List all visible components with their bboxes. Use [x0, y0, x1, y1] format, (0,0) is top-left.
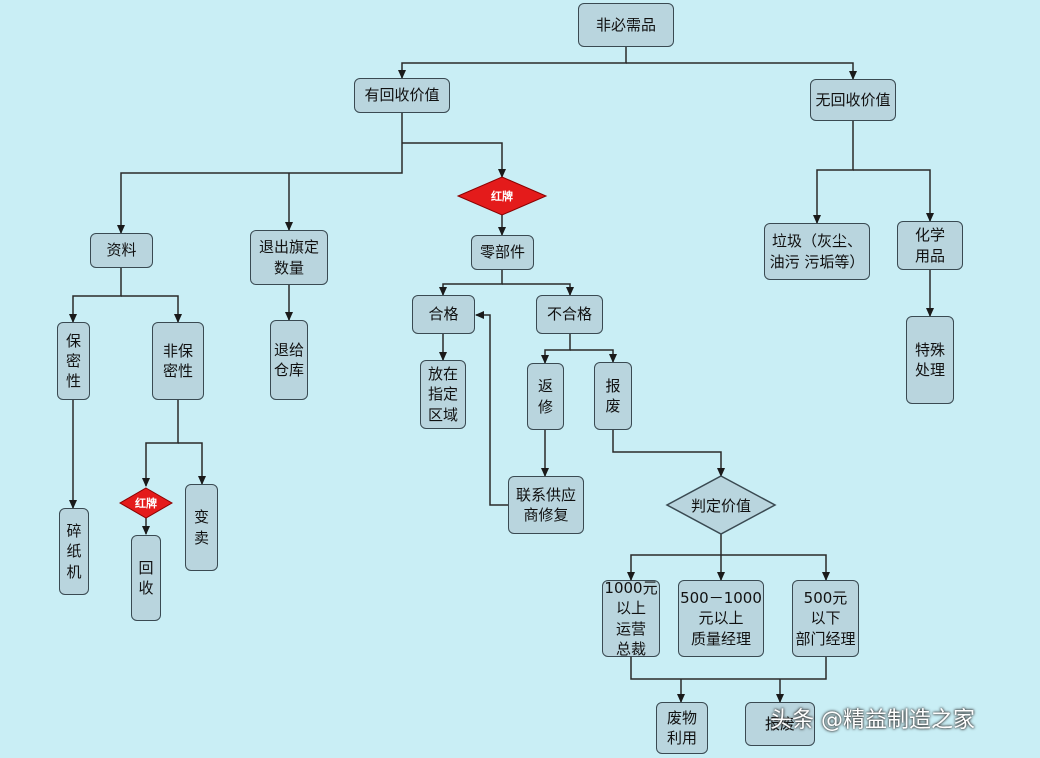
connector-supplier-back	[475, 311, 508, 506]
node-unqualified: 不合格	[536, 295, 603, 334]
node-return-stock: 退出旗定 数量	[250, 230, 328, 285]
node-scrap-reuse: 废物 利用	[656, 702, 708, 754]
connector-to-chemicals	[853, 169, 934, 222]
node-chemicals: 化学 用品	[897, 221, 963, 270]
connector-judge-split	[627, 533, 722, 581]
node-root: 非必需品	[578, 3, 674, 47]
node-shredder: 碎 纸 机	[59, 508, 89, 595]
node-parts: 零部件	[471, 235, 534, 270]
connector-root-right	[626, 62, 857, 80]
node-garbage: 垃圾（灰尘、 油污 污垢等）	[764, 223, 870, 280]
red-flag-main-label: 红牌	[491, 190, 513, 203]
node-repair: 返 修	[527, 363, 564, 430]
connector-scrap-to-judge	[612, 430, 725, 477]
node-materials: 资料	[90, 233, 153, 268]
connector-materials-split	[69, 268, 122, 323]
connector-nonconf-split	[142, 400, 179, 487]
node-return-warehouse: 退给 仓库	[270, 320, 308, 400]
connector-bottom-left	[630, 657, 827, 680]
node-recycle: 回 收	[131, 535, 161, 621]
node-confidential: 保 密 性	[57, 322, 90, 400]
node-mid-range: 500－1000 元以上 质量经理	[678, 580, 764, 657]
connector-to-scrap	[570, 349, 617, 363]
node-recyclable: 有回收价值	[354, 78, 450, 113]
node-non-confidential: 非保 密性	[152, 322, 204, 400]
node-scrap: 报 废	[594, 362, 632, 430]
node-contact-supplier: 联系供应 商修复	[508, 476, 584, 534]
node-non-recyclable: 无回收价值	[810, 79, 896, 121]
connector-root-split	[398, 47, 627, 79]
node-qualified: 合格	[412, 295, 475, 334]
connector-parts-split	[439, 270, 503, 296]
red-flag-small-label: 红牌	[135, 497, 157, 510]
red-flag-small-diamond	[118, 487, 174, 519]
red-flag-main-diamond	[456, 176, 548, 216]
node-place-area: 放在 指定 区域	[420, 360, 466, 429]
connector-to-unqualified	[502, 283, 574, 296]
connector-to-sell	[178, 442, 206, 485]
judge-value-label: 判定价值	[690, 496, 751, 515]
connector-to-under-500	[721, 554, 830, 581]
node-sell: 变 卖	[185, 484, 218, 571]
node-scrap-final: 报废	[745, 702, 815, 746]
watermark-text: 头条 @精益制造之家	[770, 708, 975, 733]
judge-value-diamond	[665, 475, 777, 535]
connector-nonrec-split	[813, 121, 854, 224]
connector-unqual-split	[541, 334, 571, 364]
connector-to-non-confidential	[121, 295, 182, 323]
connector-recyclable-split	[117, 113, 403, 234]
node-under-500: 500元 以下 部门经理	[792, 580, 859, 657]
connector-to-red-main	[402, 142, 506, 178]
node-over-1000: 1000元 以上 运营 总裁	[602, 579, 660, 658]
node-special-handling: 特殊 处理	[906, 316, 954, 404]
